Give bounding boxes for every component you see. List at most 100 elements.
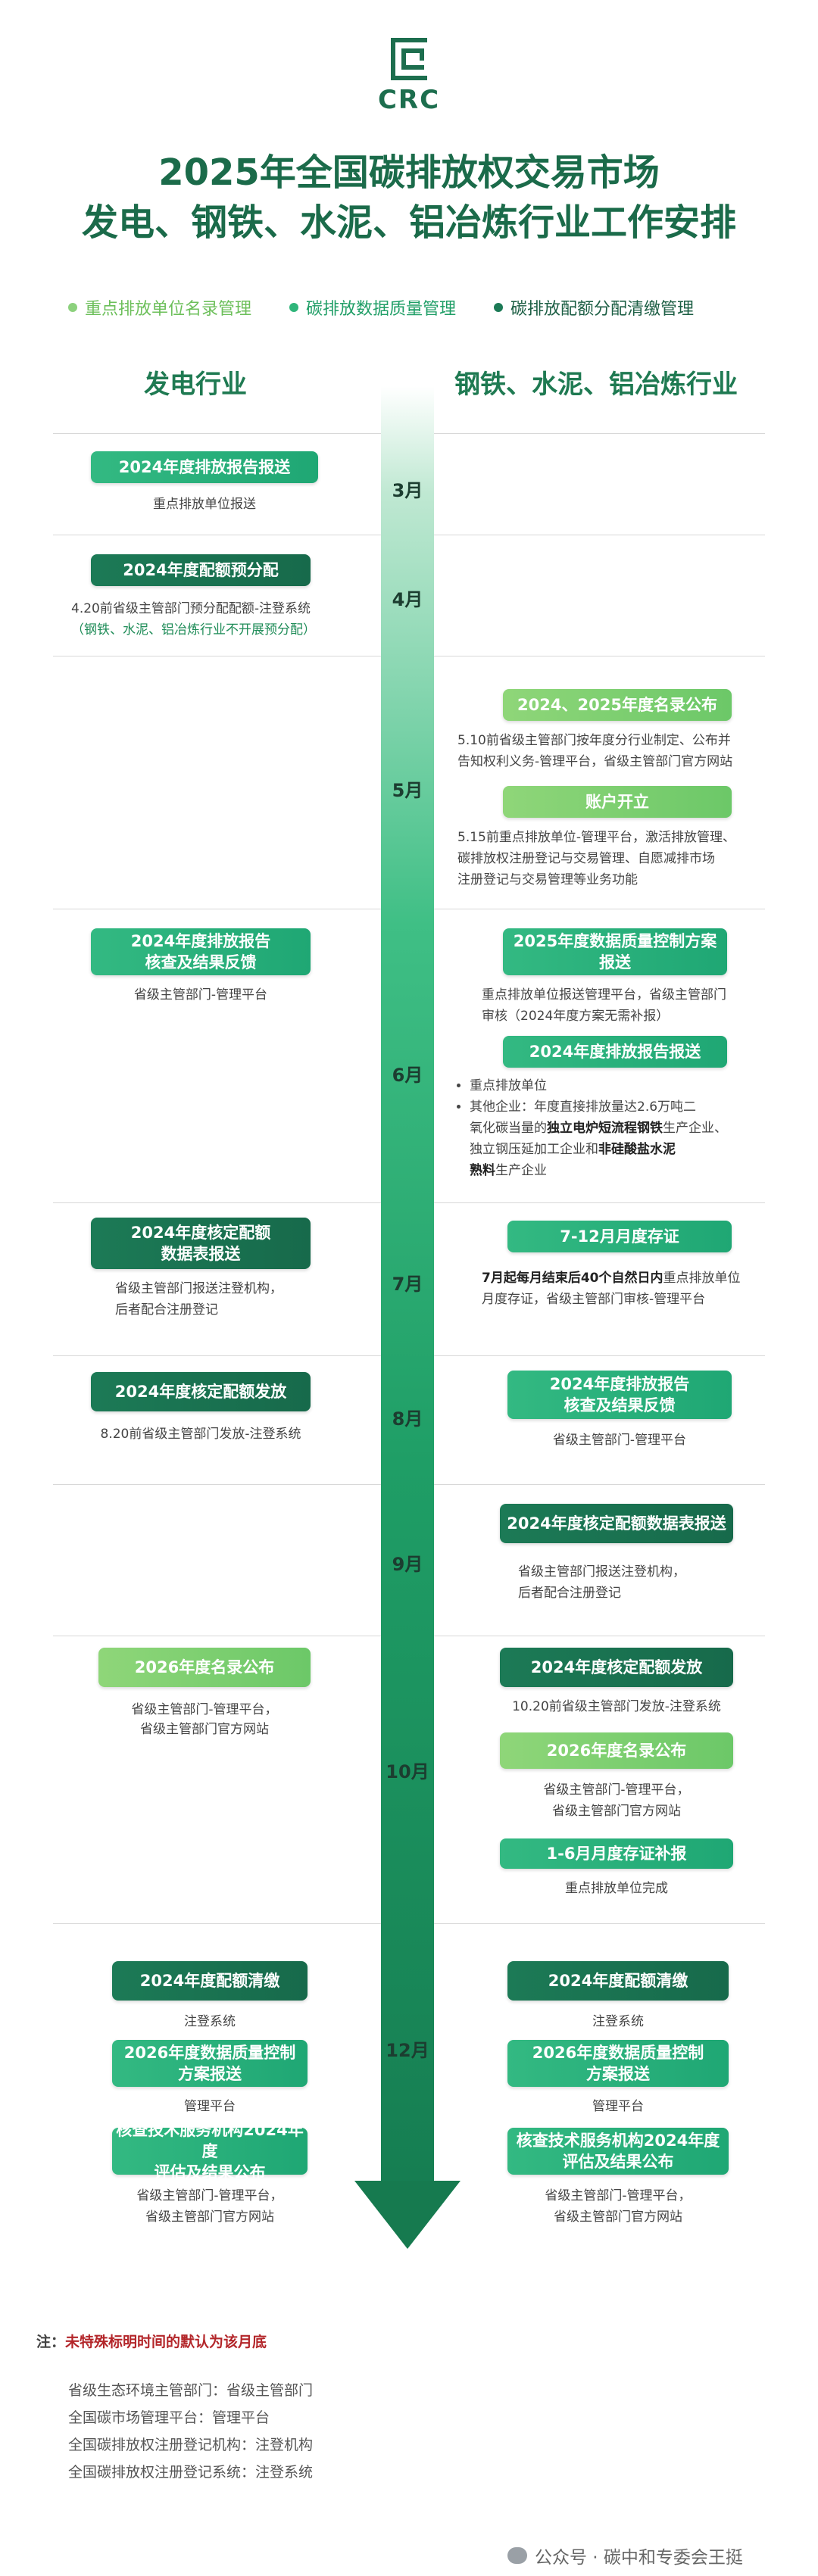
- note-text: 重点排放单位完成: [565, 1881, 668, 1896]
- note-text: 管理平台: [592, 2099, 644, 2114]
- note-text: 省级主管部门官方网站: [552, 1804, 681, 1819]
- badge-2024-report-verification-right: 2024年度排放报告 核查及结果反馈: [507, 1371, 732, 1419]
- note-text: 注册登记与交易管理等业务功能: [457, 872, 638, 887]
- month-label: 5月: [392, 780, 423, 801]
- note-text: 省级主管部门-管理平台，: [136, 2188, 283, 2203]
- timeline-axis: [381, 386, 434, 2181]
- badge-line: 方案报送: [178, 2065, 242, 2083]
- column-header-steel: 钢铁、水泥、铝冶炼行业: [454, 370, 738, 400]
- badge-account-opening: 账户开立: [503, 786, 732, 818]
- note-text: 7月起每月结束后40个自然日内重点排放单位: [482, 1271, 741, 1286]
- month-label: 6月: [392, 1065, 423, 1086]
- legend-item-list: 重点排放单位名录管理: [68, 292, 251, 323]
- note-text: 重点排放单位报送管理平台，省级主管部门: [482, 987, 726, 1003]
- note-text: 5.15前重点排放单位-管理平台，激活排放管理、: [457, 830, 735, 845]
- badge-line: 核查及结果反馈: [564, 1396, 676, 1414]
- legend-item-quota: 碳排放配额分配清缴管理: [494, 292, 694, 323]
- note-text: 省级主管部门官方网站: [554, 2210, 682, 2225]
- note-text: 10.20前省级主管部门发放-注登系统: [512, 1699, 721, 1714]
- note-text: 碳排放权注册登记与交易管理、自愿减排市场: [457, 851, 715, 866]
- note-text: （钢铁、水泥、铝冶炼行业不开展预分配）: [71, 622, 316, 638]
- note-text: 省级主管部门-管理平台，: [131, 1702, 278, 1717]
- badge-line: 核查技术服务机构2024年度: [516, 2132, 720, 2150]
- note-text: 省级主管部门报送注登机构，: [518, 1564, 685, 1580]
- badge-2024-emission-report: 2024年度排放报告报送: [91, 451, 318, 483]
- badge-2026-list-publish: 2026年度名录公布: [98, 1648, 311, 1687]
- crc-logo: CRC: [371, 36, 447, 120]
- note-text: 审核（2024年度方案无需补报）: [482, 1009, 670, 1024]
- badge-line: 报送: [599, 953, 631, 971]
- badge-line: 评估及结果公布: [562, 2153, 674, 2171]
- legend-dot-icon: [289, 303, 299, 312]
- badge-line: 2026年度数据质量控制: [532, 2044, 704, 2062]
- note-text: 省级主管部门-管理平台，: [543, 1782, 690, 1798]
- page-title-line1: 2025年全国碳排放权交易市场: [158, 151, 660, 194]
- badge-verification-agency-evaluation-right: 核查技术服务机构2024年度 评估及结果公布: [507, 2128, 729, 2175]
- note-text: 后者配合注册登记: [518, 1586, 621, 1601]
- badge-2024-verified-quota-data: 2024年度核定配额 数据表报送: [91, 1218, 311, 1269]
- legend-dot-icon: [68, 303, 77, 312]
- badge-line: 2026年度数据质量控制: [123, 2044, 296, 2062]
- timeline-arrow-icon: [354, 2181, 461, 2249]
- note-text: 告知权利义务-管理平台，省级主管部门官方网站: [457, 754, 733, 769]
- note-text: 重点排放单位报送: [153, 497, 256, 512]
- crc-logo-icon: [391, 38, 427, 80]
- note-text: 月度存证，省级主管部门审核-管理平台: [482, 1292, 706, 1307]
- wechat-icon: [507, 2547, 527, 2564]
- month-label: 12月: [386, 2040, 429, 2061]
- watermark-text: 公众号 · 碳中和专委会王挺: [535, 2548, 743, 2568]
- badge-2024-verified-quota-issue: 2024年度核定配额发放: [91, 1372, 311, 1411]
- legend-label: 碳排放数据质量管理: [306, 300, 457, 319]
- badge-line: 评估及结果公布: [154, 2163, 266, 2181]
- badge-line: 核查技术服务机构2024年度: [116, 2121, 304, 2160]
- badge-2024-2025-list-publish: 2024、2025年度名录公布: [503, 689, 732, 721]
- note-text: 省级主管部门官方网站: [140, 1722, 269, 1737]
- badge-line: 数据表报送: [161, 1245, 241, 1263]
- logo-text: CRC: [377, 85, 441, 115]
- month-label: 8月: [392, 1408, 423, 1430]
- column-header-power: 发电行业: [144, 370, 247, 400]
- legend: 重点排放单位名录管理 碳排放数据质量管理 碳排放配额分配清缴管理: [68, 292, 795, 323]
- month-label: 9月: [392, 1554, 423, 1575]
- badge-2024-report-verification: 2024年度排放报告 核查及结果反馈: [91, 928, 311, 975]
- badge-monthly-deposit-makeup: 1-6月月度存证补报: [500, 1838, 733, 1869]
- page-title-line2: 发电、钢铁、水泥、铝冶炼行业工作安排: [81, 201, 736, 244]
- badge-2024-quota-surrender: 2024年度配额清缴: [112, 1961, 308, 2001]
- badge-2024-verified-quota-issue-right: 2024年度核定配额发放: [500, 1648, 733, 1687]
- month-label: 4月: [392, 589, 423, 610]
- watermark: 公众号 · 碳中和专委会王挺: [507, 2543, 743, 2568]
- badge-monthly-deposit: 7-12月月度存证: [507, 1221, 732, 1252]
- badge-line: 2024年度排放报告: [549, 1375, 690, 1393]
- badge-2024-quota-surrender-right: 2024年度配额清缴: [507, 1961, 729, 2001]
- note-text: 省级主管部门报送注登机构，: [115, 1281, 283, 1296]
- definition-item: 省级生态环境主管部门：省级主管部门: [68, 2382, 314, 2399]
- legend-label: 碳排放配额分配清缴管理: [510, 300, 695, 319]
- definition-item: 全国碳市场管理平台：管理平台: [68, 2409, 270, 2426]
- badge-line: 核查及结果反馈: [145, 953, 257, 971]
- definition-item: 全国碳排放权注册登记机构：注登机构: [68, 2437, 314, 2453]
- bullet-list: 重点排放单位 其他企业：年度直接排放量达2.6万吨二 氧化碳当量的独立电炉短流程…: [454, 1075, 773, 1181]
- note-text: 注登系统: [592, 2014, 644, 2029]
- note-text: 注登系统: [184, 2014, 236, 2029]
- note-text: 省级主管部门-管理平台: [133, 987, 268, 1003]
- badge-2024-emission-report-right: 2024年度排放报告报送: [503, 1036, 727, 1068]
- month-label: 3月: [392, 480, 423, 501]
- note-text: 后者配合注册登记: [115, 1302, 218, 1318]
- bullet-item: 其他企业：年度直接排放量达2.6万吨二 氧化碳当量的独立电炉短流程钢铁生产企业、…: [470, 1096, 773, 1181]
- legend-item-data: 碳排放数据质量管理: [289, 292, 456, 323]
- legend-label: 重点排放单位名录管理: [85, 300, 252, 319]
- badge-line: 方案报送: [586, 2065, 650, 2083]
- note-text: 5.10前省级主管部门按年度分行业制定、公布并: [457, 733, 731, 748]
- badge-2025-data-quality-plan: 2025年度数据质量控制方案 报送: [503, 928, 727, 975]
- bullet-item: 重点排放单位: [470, 1075, 773, 1096]
- footnote: 注：未特殊标明时间的默认为该月底: [36, 2334, 267, 2350]
- note-text: 省级主管部门官方网站: [145, 2210, 274, 2225]
- badge-2026-list-publish-right: 2026年度名录公布: [500, 1732, 733, 1769]
- note-text: 省级主管部门-管理平台: [552, 1433, 687, 1448]
- note-text: 4.20前省级主管部门预分配配额-注登系统: [71, 601, 311, 616]
- badge-line: 2025年度数据质量控制方案: [513, 932, 717, 950]
- month-label: 7月: [392, 1274, 423, 1295]
- badge-2026-data-quality-plan-right: 2026年度数据质量控制 方案报送: [507, 2040, 729, 2087]
- badge-verification-agency-evaluation: 核查技术服务机构2024年度 评估及结果公布: [112, 2121, 308, 2181]
- month-label: 10月: [386, 1761, 429, 1782]
